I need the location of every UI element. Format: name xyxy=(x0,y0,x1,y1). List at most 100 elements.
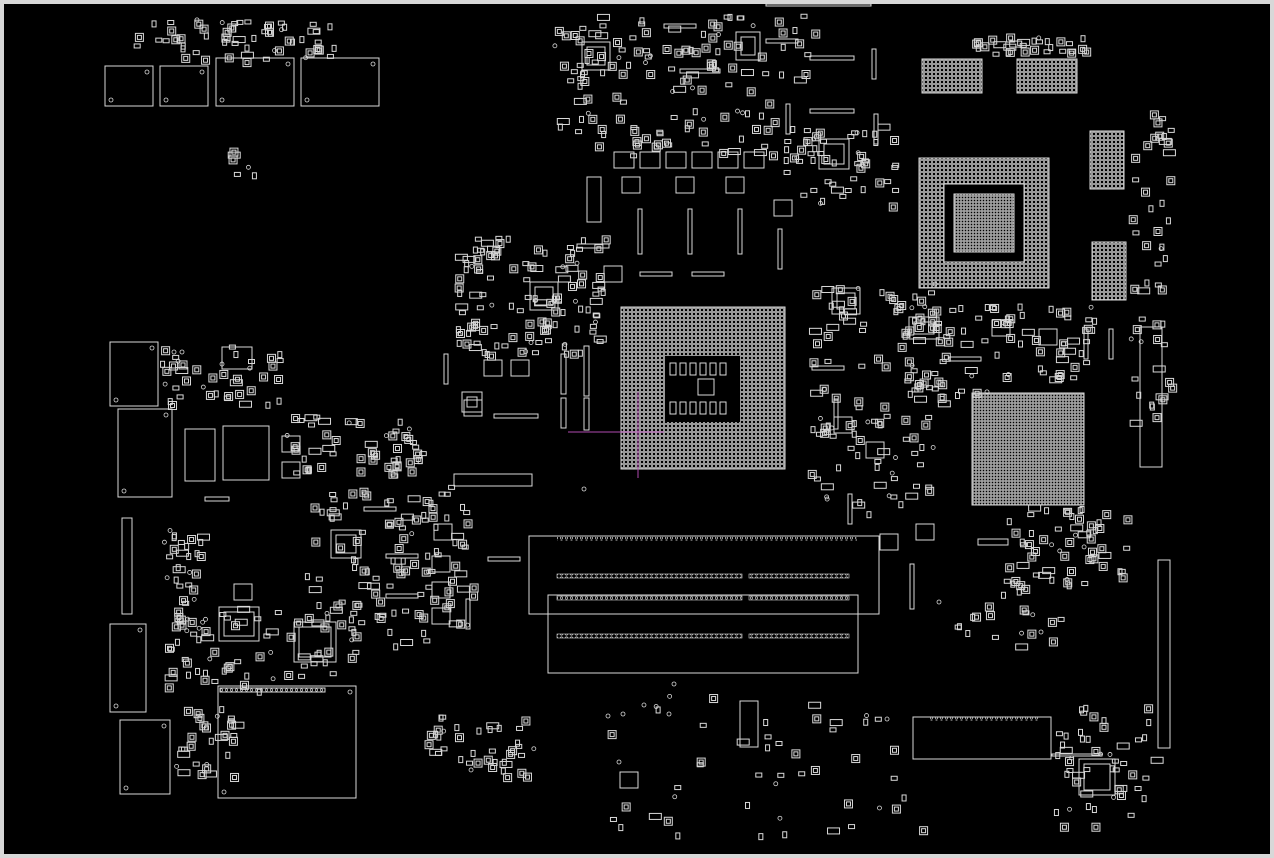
smd-component[interactable] xyxy=(419,613,429,623)
smd-component[interactable] xyxy=(1131,376,1139,382)
smd-component[interactable] xyxy=(304,613,314,623)
smd-component[interactable] xyxy=(1083,767,1091,773)
smd-component[interactable] xyxy=(169,544,179,554)
smd-pad[interactable] xyxy=(226,55,232,61)
smd-pad[interactable] xyxy=(189,537,195,543)
smd-pad[interactable] xyxy=(617,116,623,122)
smd-pad[interactable] xyxy=(840,313,846,319)
smd-component[interactable] xyxy=(646,70,656,80)
smd-pad[interactable] xyxy=(721,150,727,156)
smd-pad[interactable] xyxy=(990,37,996,43)
smd-pad[interactable] xyxy=(322,625,328,631)
smd-pad[interactable] xyxy=(1165,140,1171,146)
smd-component[interactable] xyxy=(1005,563,1015,573)
smd-component[interactable] xyxy=(242,58,252,68)
smd-pad[interactable] xyxy=(270,363,276,369)
smd-pad[interactable] xyxy=(934,308,940,314)
component-strip[interactable] xyxy=(809,108,855,114)
smd-component[interactable] xyxy=(725,82,733,88)
smd-component[interactable] xyxy=(1132,177,1140,183)
smd-component[interactable] xyxy=(1132,325,1142,335)
smd-component[interactable] xyxy=(815,431,823,437)
smd-component[interactable] xyxy=(235,389,245,399)
smd-component[interactable] xyxy=(1078,728,1084,736)
smd-component[interactable] xyxy=(889,295,899,305)
capacitor[interactable] xyxy=(669,401,677,415)
smd-component[interactable] xyxy=(700,30,706,38)
smd-component[interactable] xyxy=(580,76,590,86)
smd-component[interactable] xyxy=(820,428,830,438)
smd-component[interactable] xyxy=(322,430,332,440)
smd-component[interactable] xyxy=(1168,383,1178,393)
smd-pad[interactable] xyxy=(435,727,441,733)
smd-component[interactable] xyxy=(263,633,271,639)
smd-component[interactable] xyxy=(570,249,576,257)
test-point[interactable] xyxy=(171,349,177,355)
smd-component[interactable] xyxy=(1028,529,1034,537)
smd-component[interactable] xyxy=(1054,526,1062,532)
smd-component[interactable] xyxy=(1019,311,1025,319)
connector[interactable] xyxy=(104,65,154,107)
smd-component[interactable] xyxy=(496,724,502,732)
smd-pad[interactable] xyxy=(293,447,299,453)
smd-component[interactable] xyxy=(1111,758,1119,764)
via[interactable] xyxy=(268,650,274,655)
smd-component[interactable] xyxy=(412,444,420,450)
smd-component[interactable] xyxy=(780,43,786,51)
smd-pad[interactable] xyxy=(339,622,345,628)
smd-pad[interactable] xyxy=(992,305,998,311)
smd-component[interactable] xyxy=(723,14,731,20)
smd-component[interactable] xyxy=(1136,391,1142,399)
via[interactable] xyxy=(349,637,355,643)
ic-pad[interactable] xyxy=(740,36,756,56)
component[interactable] xyxy=(433,523,453,541)
via[interactable] xyxy=(207,656,213,662)
smd-pad[interactable] xyxy=(655,142,661,148)
via[interactable] xyxy=(822,387,827,392)
smd-component[interactable] xyxy=(176,583,184,589)
smd-pad[interactable] xyxy=(471,593,477,599)
smd-pad[interactable] xyxy=(599,126,605,132)
smd-component[interactable] xyxy=(276,358,284,364)
smd-pad[interactable] xyxy=(230,738,236,744)
smd-pad[interactable] xyxy=(811,360,817,366)
smd-component[interactable] xyxy=(469,591,479,601)
smd-component[interactable] xyxy=(247,359,255,365)
smd-component[interactable] xyxy=(352,564,358,572)
smd-component[interactable] xyxy=(1031,335,1041,345)
smd-component[interactable] xyxy=(873,139,879,147)
smd-component[interactable] xyxy=(405,458,415,468)
smd-pad[interactable] xyxy=(767,101,773,107)
smd-component[interactable] xyxy=(425,584,433,590)
smd-component[interactable] xyxy=(1080,35,1086,43)
resistor-array[interactable] xyxy=(637,208,643,255)
smd-component[interactable] xyxy=(775,741,783,747)
smd-component[interactable] xyxy=(330,497,338,503)
connector-pins[interactable] xyxy=(929,717,1039,721)
smd-pad[interactable] xyxy=(257,654,263,660)
smd-component[interactable] xyxy=(577,82,583,90)
smd-component[interactable] xyxy=(314,651,322,657)
smd-component[interactable] xyxy=(880,402,890,412)
via[interactable] xyxy=(667,693,673,699)
smd-component[interactable] xyxy=(1067,48,1077,58)
smd-component[interactable] xyxy=(746,87,756,97)
smd-component[interactable] xyxy=(874,716,882,722)
via[interactable] xyxy=(585,110,591,116)
smd-component[interactable] xyxy=(843,799,853,809)
via[interactable] xyxy=(922,304,928,310)
smd-component[interactable] xyxy=(904,372,914,382)
smd-component[interactable] xyxy=(516,725,524,731)
smd-component[interactable] xyxy=(819,384,829,394)
smd-component[interactable] xyxy=(570,69,578,75)
smd-component[interactable] xyxy=(1070,375,1078,381)
smd-component[interactable] xyxy=(228,155,238,165)
capacitor[interactable] xyxy=(852,501,866,509)
smd-component[interactable] xyxy=(201,627,211,637)
smd-component[interactable] xyxy=(289,38,295,46)
via[interactable] xyxy=(1049,542,1055,548)
smd-component[interactable] xyxy=(322,659,328,667)
smd-pad[interactable] xyxy=(986,604,992,610)
smd-component[interactable] xyxy=(488,748,496,754)
smd-component[interactable] xyxy=(266,353,276,363)
